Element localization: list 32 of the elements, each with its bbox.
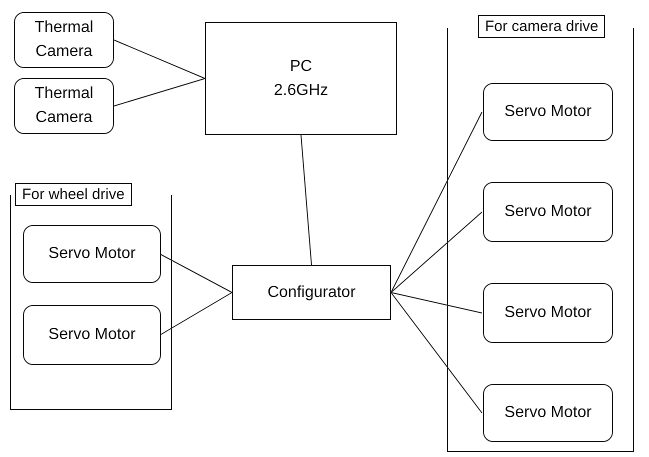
node-label: Servo Motor <box>504 403 592 423</box>
node-label: 2.6GHz <box>274 80 328 100</box>
rounded-box <box>483 182 613 242</box>
node-label: Thermal Camera <box>34 18 94 62</box>
rounded-box <box>483 283 613 343</box>
connector-line <box>114 40 206 79</box>
connector-line <box>160 292 232 336</box>
node-label: Configurator <box>267 282 356 302</box>
process-box <box>205 22 397 135</box>
rounded-box <box>14 78 114 134</box>
node-label: Servo Motor <box>504 102 592 122</box>
connector-line <box>114 78 206 106</box>
node-label: Thermal Camera <box>34 84 94 128</box>
connector-line <box>160 254 232 293</box>
group-heading: For wheel drive <box>15 183 132 206</box>
connector-line <box>300 134 312 266</box>
rounded-box <box>23 225 161 283</box>
node-label: Servo Motor <box>504 303 592 323</box>
connector-line <box>390 212 482 293</box>
rounded-box <box>23 305 161 365</box>
rounded-box <box>14 12 114 68</box>
connector-line <box>390 112 482 293</box>
rounded-box <box>483 384 613 442</box>
connector-line <box>390 292 482 414</box>
node-label: PC <box>290 56 312 76</box>
rounded-box <box>483 83 613 141</box>
node-label: Servo Motor <box>504 202 592 222</box>
group-heading: For camera drive <box>478 15 606 38</box>
node-label: Servo Motor <box>48 244 136 264</box>
connector-line <box>390 292 482 314</box>
process-box <box>232 265 391 320</box>
node-label: Servo Motor <box>48 325 136 345</box>
